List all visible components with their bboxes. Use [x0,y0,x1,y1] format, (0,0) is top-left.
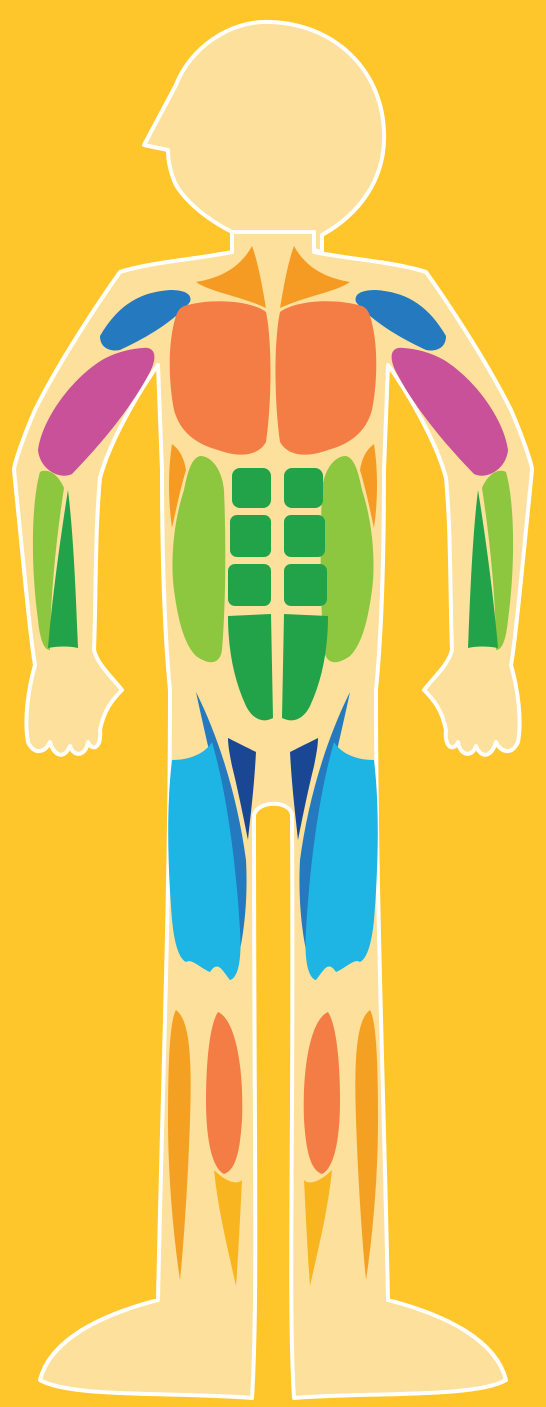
body-silhouette [14,22,532,1398]
abdominal-segment [228,564,271,606]
head-outline [144,22,384,252]
abdominal-segment [232,468,271,508]
abdominal-segment [284,515,325,557]
abdominal-segment [284,468,323,508]
abdominal-segment [284,564,327,606]
abdominal-segment [230,515,271,557]
